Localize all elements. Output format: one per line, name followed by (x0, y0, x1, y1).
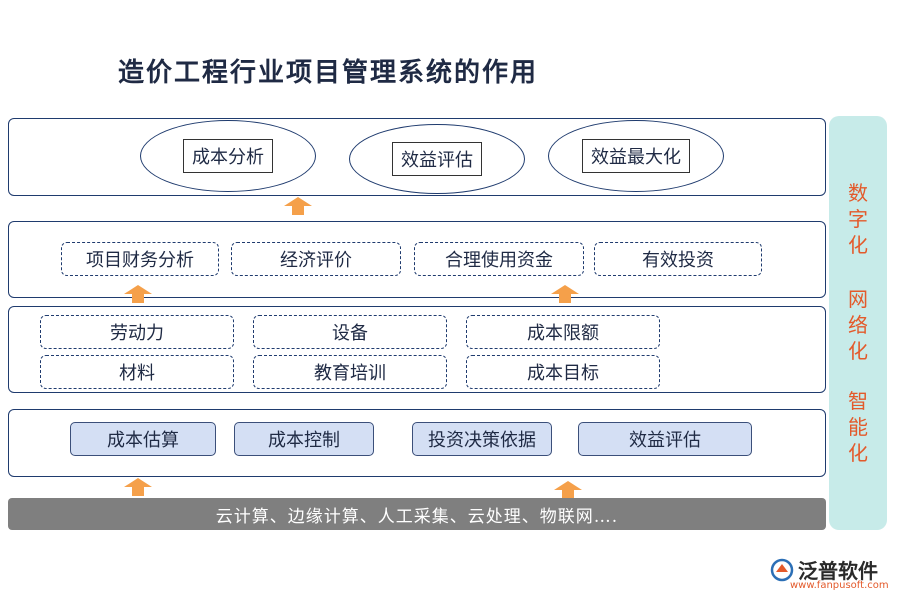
ellipse-benefit-maximization: 效益最大化 (548, 120, 724, 192)
item-materials: 材料 (40, 355, 234, 389)
side-label-digitalization: 数字化 (848, 181, 868, 257)
up-arrow-icon (551, 285, 579, 303)
side-bar: 数字化 网络化 智能化 (829, 116, 887, 530)
brand-url: www.fanpusoft.com (790, 580, 889, 591)
item-education-training: 教育培训 (253, 355, 447, 389)
label-benefit-maximization: 效益最大化 (582, 139, 690, 173)
up-arrow-icon (284, 197, 312, 215)
item-benefit-evaluation-2: 效益评估 (578, 422, 752, 456)
ellipse-cost-analysis: 成本分析 (140, 120, 316, 192)
side-label-intelligence: 智能化 (848, 389, 868, 465)
brand-logo: 泛普软件 (770, 555, 878, 584)
item-rational-fund-use: 合理使用资金 (414, 242, 584, 276)
page-title: 造价工程行业项目管理系统的作用 (118, 58, 539, 88)
item-cost-estimation: 成本估算 (70, 422, 216, 456)
item-labor: 劳动力 (40, 315, 234, 349)
item-equipment: 设备 (253, 315, 447, 349)
ellipse-benefit-evaluation: 效益评估 (349, 124, 525, 194)
item-cost-target: 成本目标 (466, 355, 660, 389)
brand-logo-icon (770, 558, 794, 581)
label-cost-analysis: 成本分析 (183, 139, 273, 173)
label-benefit-evaluation: 效益评估 (392, 142, 482, 176)
item-project-finance-analysis: 项目财务分析 (61, 242, 219, 276)
item-cost-control: 成本控制 (234, 422, 374, 456)
side-label-networking: 网络化 (848, 287, 868, 363)
item-investment-decision-basis: 投资决策依据 (412, 422, 552, 456)
up-arrow-icon (124, 478, 152, 496)
brand-name: 泛普软件 (798, 559, 878, 583)
item-cost-limit: 成本限额 (466, 315, 660, 349)
up-arrow-icon (554, 481, 582, 499)
item-effective-investment: 有效投资 (594, 242, 762, 276)
technology-base-bar: 云计算、边缘计算、人工采集、云处理、物联网…. (8, 498, 826, 530)
up-arrow-icon (124, 285, 152, 303)
item-economic-evaluation: 经济评价 (231, 242, 401, 276)
